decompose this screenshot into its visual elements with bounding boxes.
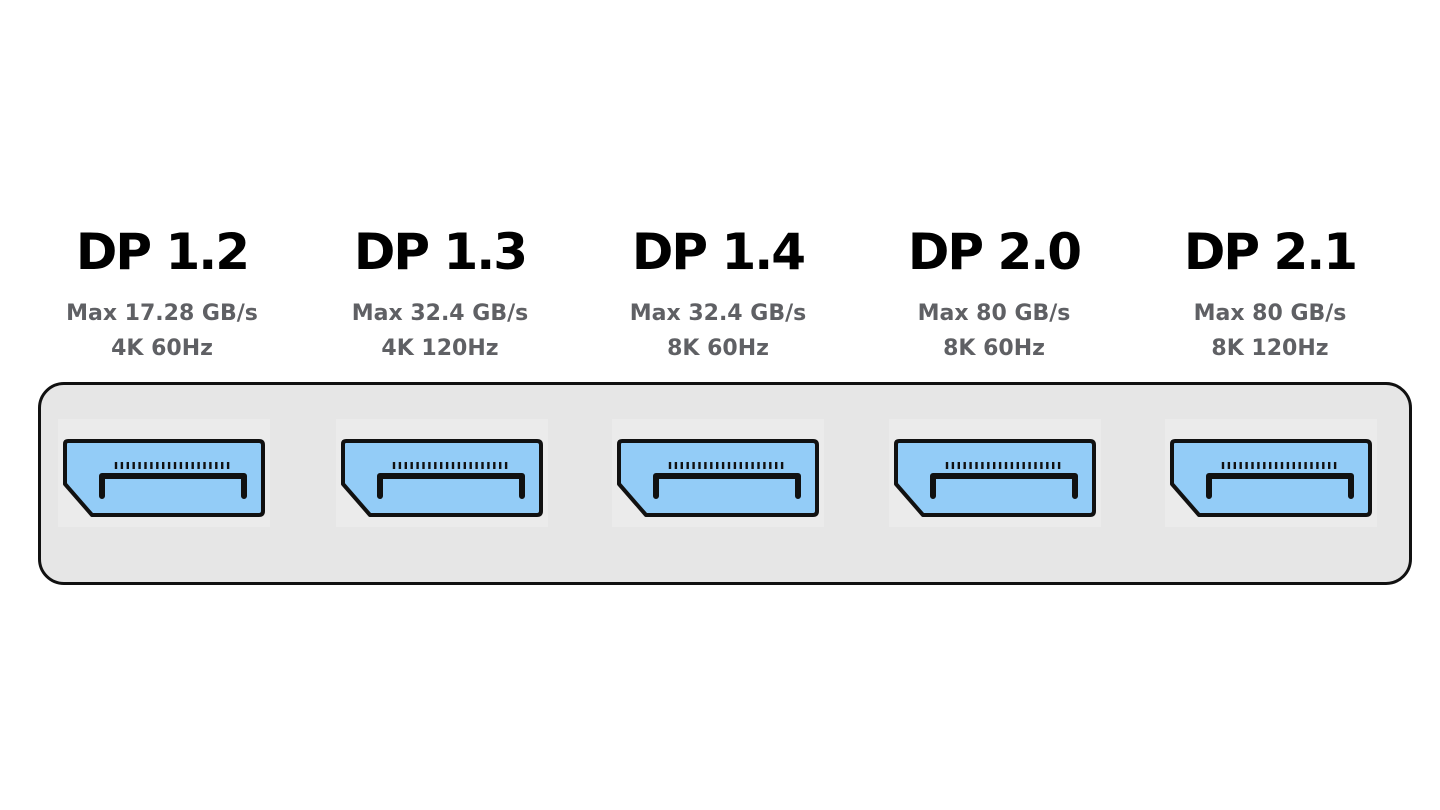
version-bandwidth: Max 80 GB/s [917, 301, 1071, 326]
version-bandwidth: Max 80 GB/s [1193, 301, 1347, 326]
port-slot [99, 473, 247, 499]
version-title: DP 2.0 [907, 223, 1082, 281]
displayport-connector-icon [612, 419, 824, 527]
version-column-dp-1-3: DP 1.3 Max 32.4 GB/s 4K 120Hz [300, 222, 580, 366]
port-slot [377, 473, 525, 499]
port-slot [653, 473, 801, 499]
port-slot [930, 473, 1078, 499]
version-resolution: 8K 120Hz [1211, 336, 1329, 361]
version-column-dp-2-1: DP 2.1 Max 80 GB/s 8K 120Hz [1130, 222, 1410, 366]
version-title: DP 2.1 [1183, 223, 1358, 281]
displayport-connector-icon [1165, 419, 1377, 527]
displayport-connector-icon [58, 419, 270, 527]
version-title: DP 1.3 [353, 223, 528, 281]
port-slot [1206, 473, 1354, 499]
version-bandwidth: Max 32.4 GB/s [351, 301, 529, 326]
version-resolution: 4K 60Hz [111, 336, 213, 361]
version-resolution: 8K 60Hz [667, 336, 769, 361]
version-column-dp-1-4: DP 1.4 Max 32.4 GB/s 8K 60Hz [578, 222, 858, 366]
version-title: DP 1.4 [631, 223, 806, 281]
version-bandwidth: Max 32.4 GB/s [629, 301, 807, 326]
displayport-connector-icon [889, 419, 1101, 527]
version-resolution: 4K 120Hz [381, 336, 499, 361]
version-bandwidth: Max 17.28 GB/s [66, 301, 258, 326]
displayport-connector-icon [336, 419, 548, 527]
version-column-dp-1-2: DP 1.2 Max 17.28 GB/s 4K 60Hz [22, 222, 302, 366]
version-resolution: 8K 60Hz [943, 336, 1045, 361]
version-title: DP 1.2 [75, 223, 250, 281]
version-column-dp-2-0: DP 2.0 Max 80 GB/s 8K 60Hz [854, 222, 1134, 366]
